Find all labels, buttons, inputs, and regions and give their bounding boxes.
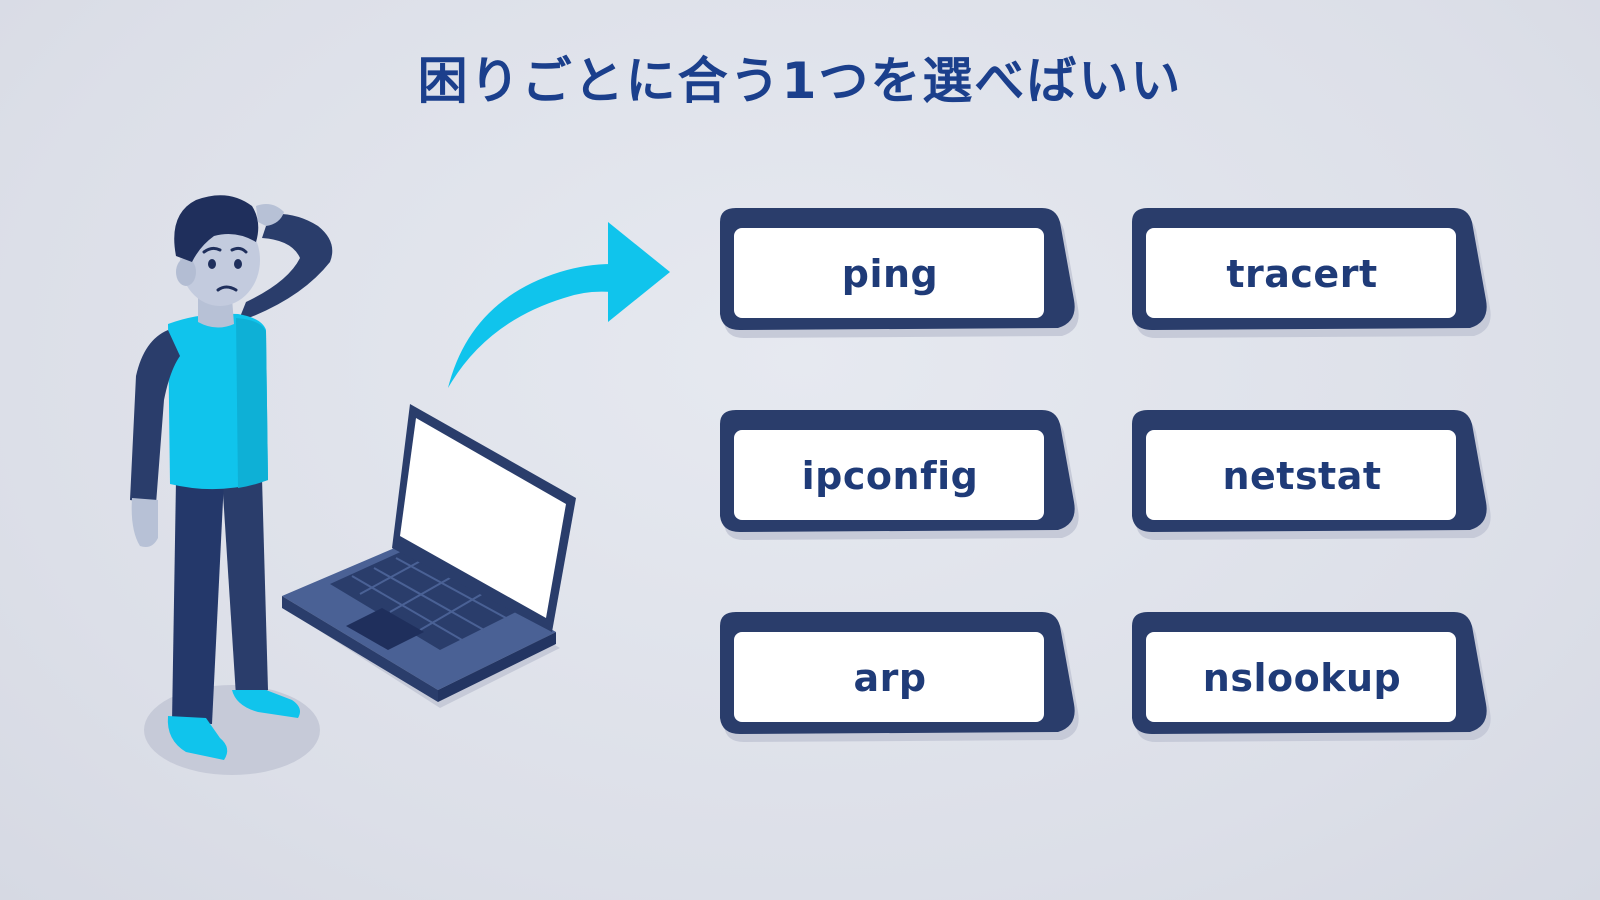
command-label: ipconfig xyxy=(801,454,979,498)
command-label: tracert xyxy=(1226,252,1378,296)
card-plate xyxy=(1132,410,1491,540)
command-grid: ping tracert ipconfig nets xyxy=(712,206,1492,746)
command-card-ipconfig[interactable]: ipconfig xyxy=(712,408,1080,540)
card-plate xyxy=(1132,208,1491,338)
command-card-nslookup[interactable]: nslookup xyxy=(1124,610,1492,742)
command-card-ping[interactable]: ping xyxy=(712,206,1080,338)
command-label: nslookup xyxy=(1202,656,1402,700)
card-plate xyxy=(720,410,1079,540)
card-plate xyxy=(720,612,1079,742)
curved-arrow-icon xyxy=(448,222,670,388)
command-label: netstat xyxy=(1222,454,1382,498)
card-plate xyxy=(1132,612,1491,742)
command-label: arp xyxy=(853,656,927,700)
card-plate xyxy=(720,208,1079,338)
command-card-tracert[interactable]: tracert xyxy=(1124,206,1492,338)
slide-title: 困りごとに合う1つを選べばいい xyxy=(417,52,1183,110)
command-card-netstat[interactable]: netstat xyxy=(1124,408,1492,540)
confused-person-icon xyxy=(130,195,333,760)
laptop-icon xyxy=(282,404,576,708)
command-card-arp[interactable]: arp xyxy=(712,610,1080,742)
command-label: ping xyxy=(841,252,939,296)
